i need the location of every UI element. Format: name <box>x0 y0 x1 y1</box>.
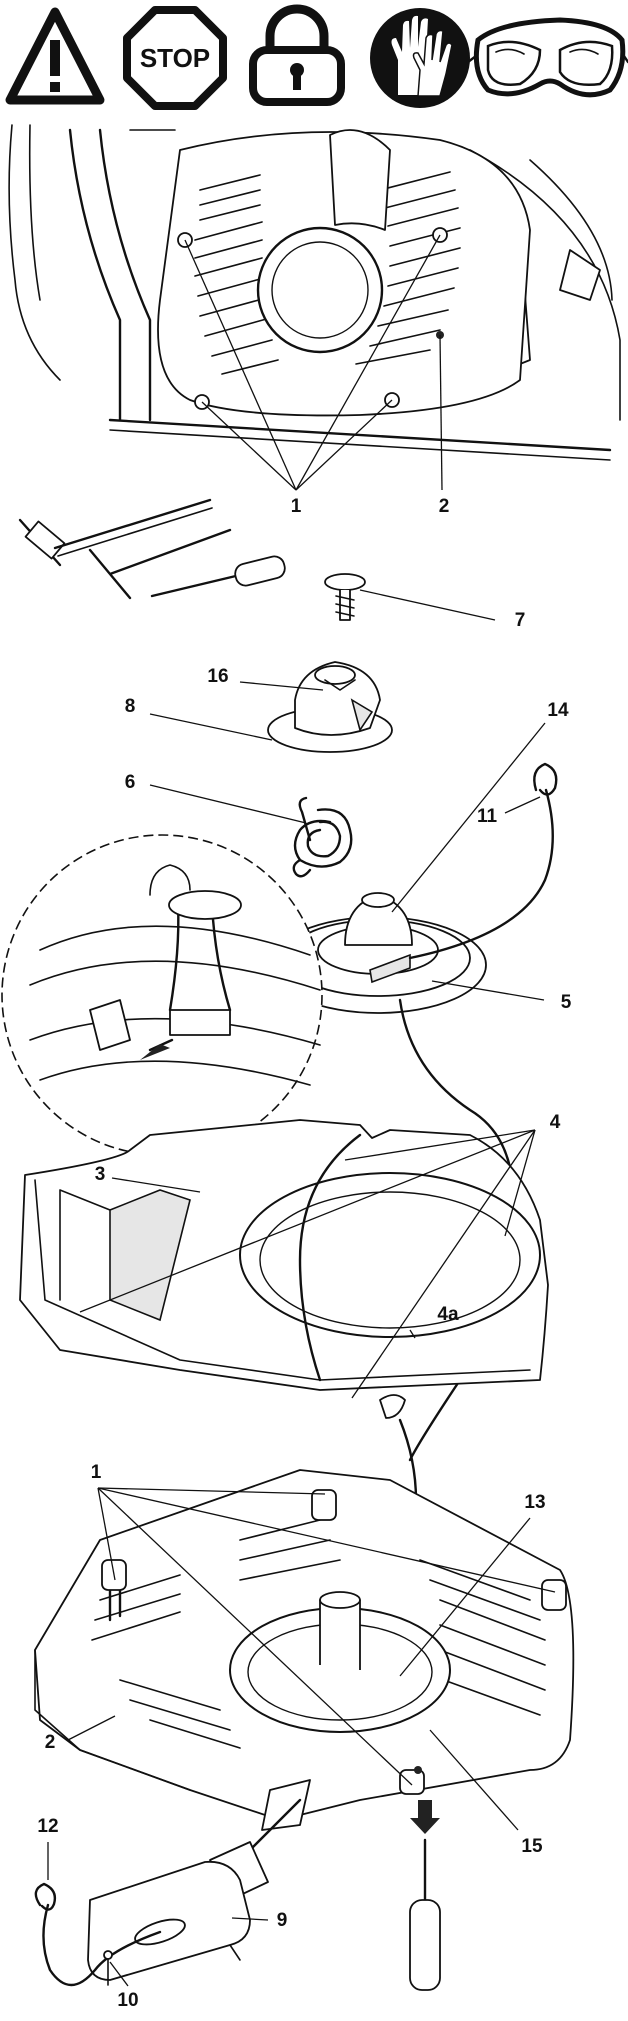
part-9-handle <box>87 1798 302 1981</box>
part-5-rope-pulley <box>269 892 487 1014</box>
callout-1-top: 1 <box>291 496 302 517</box>
part-3-plate <box>19 1119 549 1419</box>
warning-triangle-icon <box>5 7 105 105</box>
stop-sign-icon: STOP <box>123 6 227 110</box>
callout-6: 6 <box>125 772 136 793</box>
leader-lines-top <box>184 234 443 491</box>
callout-13: 13 <box>524 1492 545 1513</box>
callout-10: 10 <box>117 1990 138 2011</box>
callout-1-bottom: 1 <box>91 1462 102 1483</box>
callout-8: 8 <box>125 696 136 717</box>
callout-4: 4 <box>550 1112 561 1133</box>
callout-3: 3 <box>95 1164 106 1185</box>
starter-cover-top <box>157 129 531 417</box>
callout-12: 12 <box>37 1816 58 1837</box>
leader-lines-4 <box>79 1129 536 1399</box>
screwdriver-bottom <box>409 1800 441 1991</box>
tools <box>18 498 286 600</box>
padlock-icon <box>249 4 345 106</box>
part-7-screw <box>324 573 496 621</box>
callout-2-top: 2 <box>439 496 450 517</box>
detail-magnifier <box>1 834 323 1156</box>
safety-goggles-icon <box>466 17 628 98</box>
leader-lines-1-bottom <box>97 1487 556 1786</box>
gloves-icon <box>370 8 470 108</box>
callout-15: 15 <box>521 1836 543 1857</box>
part-2-housing <box>34 1469 575 1831</box>
callout-7: 7 <box>515 610 526 631</box>
callout-2-bottom: 2 <box>45 1732 56 1753</box>
rope-lower <box>34 1882 162 1987</box>
stop-sign-label: STOP <box>140 43 210 73</box>
callout-16: 16 <box>207 666 228 687</box>
callout-5: 5 <box>561 992 572 1013</box>
callout-4a: 4a <box>437 1304 459 1325</box>
callout-14: 14 <box>547 700 569 721</box>
part-6-spring <box>149 784 353 878</box>
callout-9: 9 <box>277 1910 288 1931</box>
callout-11: 11 <box>477 806 498 827</box>
part-8-cover <box>267 661 393 753</box>
